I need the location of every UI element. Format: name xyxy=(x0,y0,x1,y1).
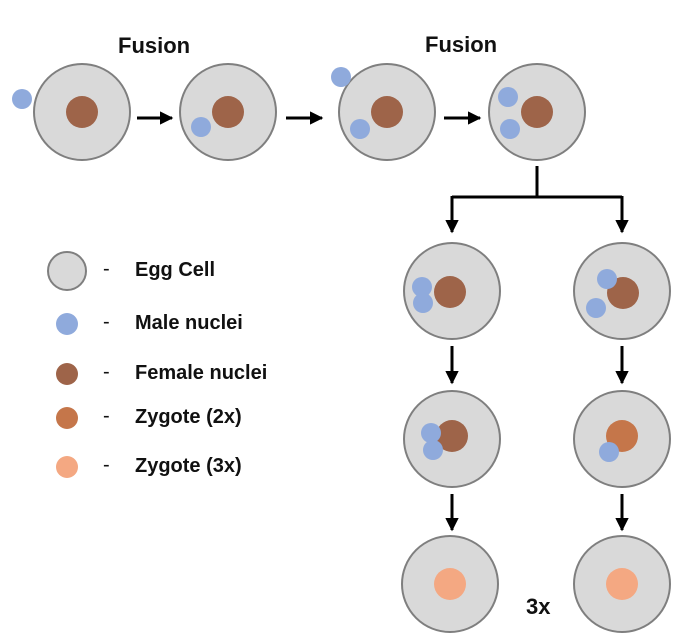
legend-label-male-nuclei: Male nuclei xyxy=(135,312,243,334)
male-nucleus xyxy=(350,119,370,139)
male-nucleus xyxy=(597,269,617,289)
female-nucleus xyxy=(66,96,98,128)
left-cell-1 xyxy=(403,242,501,340)
fusion-label-2: Fusion xyxy=(425,32,498,57)
male-nucleus xyxy=(413,293,433,313)
ploidy-count-label: 3x xyxy=(526,594,551,619)
legend-dash: - xyxy=(103,311,110,333)
zygote-3x-icon xyxy=(56,456,78,478)
male-nucleus xyxy=(421,423,441,443)
male-nucleus xyxy=(423,440,443,460)
left-cell-2 xyxy=(403,390,501,488)
legend-dash: - xyxy=(103,361,110,383)
egg-cell-icon xyxy=(47,251,87,291)
male-nucleus xyxy=(412,277,432,297)
legend-dash: - xyxy=(103,258,110,280)
left-cell-3 xyxy=(401,535,499,633)
male-nucleus xyxy=(498,87,518,107)
legend-dash: - xyxy=(103,405,110,427)
male-nucleus xyxy=(500,119,520,139)
zygote-3x xyxy=(606,568,638,600)
female-nucleus xyxy=(371,96,403,128)
legend-label-zygote-3x: Zygote (3x) xyxy=(135,455,242,477)
zygote-2x-icon xyxy=(56,407,78,429)
top-cell-4 xyxy=(488,63,586,161)
fusion-label-1: Fusion xyxy=(118,33,191,58)
right-cell-2 xyxy=(573,390,671,488)
right-cell-1 xyxy=(573,242,671,340)
male-nucleus-icon xyxy=(56,313,78,335)
top-cell-2 xyxy=(179,63,277,161)
right-cell-3 xyxy=(573,535,671,633)
split-connector xyxy=(452,166,622,199)
top-cell-1 xyxy=(12,63,131,161)
legend-label-egg-cell: Egg Cell xyxy=(135,259,216,281)
male-nucleus xyxy=(599,442,619,462)
male-nucleus xyxy=(12,89,32,109)
legend-label-zygote-2x: Zygote (2x) xyxy=(135,406,242,428)
male-nucleus xyxy=(191,117,211,137)
female-nucleus xyxy=(521,96,553,128)
male-nucleus xyxy=(586,298,606,318)
female-nucleus-icon xyxy=(56,363,78,385)
legend-dash: - xyxy=(103,454,110,476)
female-nucleus xyxy=(434,276,466,308)
female-nucleus xyxy=(436,420,468,452)
male-nucleus xyxy=(331,67,351,87)
female-nucleus xyxy=(212,96,244,128)
legend-label-female-nuclei: Female nuclei xyxy=(135,362,268,384)
top-cell-3 xyxy=(331,63,436,161)
zygote-3x xyxy=(434,568,466,600)
